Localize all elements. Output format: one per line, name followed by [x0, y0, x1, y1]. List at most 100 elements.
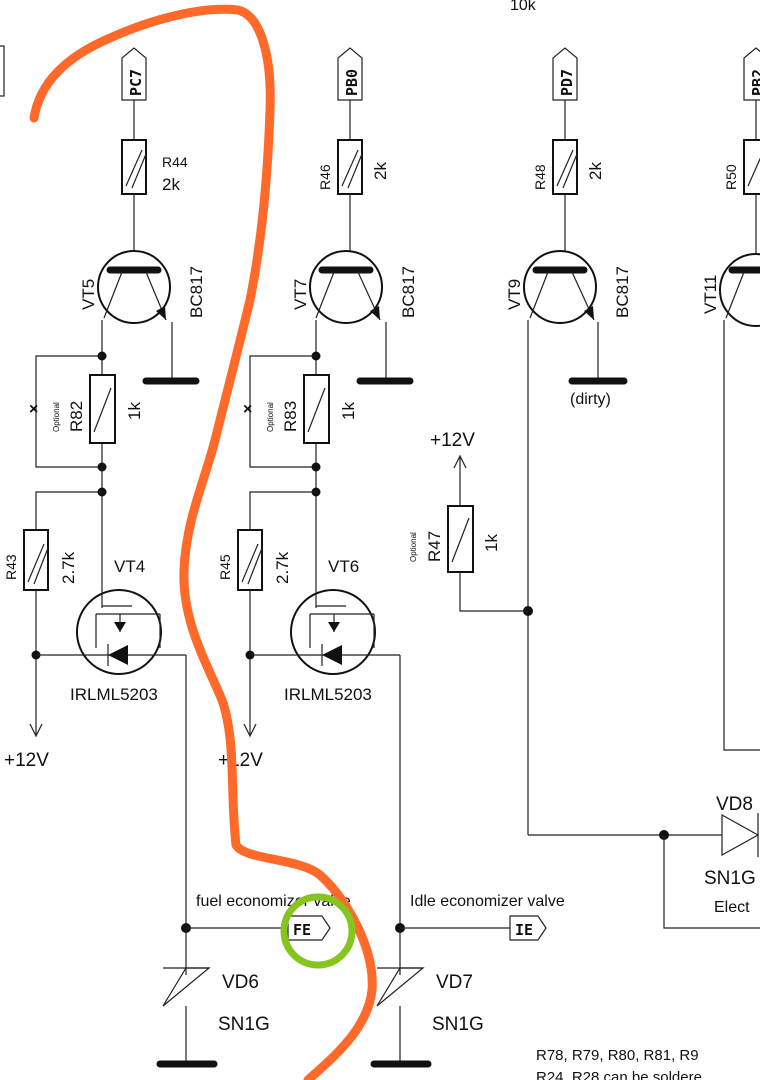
- junction: [97, 462, 107, 472]
- emitter-arrow: [370, 306, 380, 320]
- port-pd7: [552, 47, 578, 101]
- resistor-slash: [93, 387, 112, 433]
- mosfet-vt6: [290, 589, 376, 675]
- annotation-circle: [280, 893, 356, 969]
- vt4-name: VT4: [114, 557, 145, 576]
- resistor-slash: [247, 547, 263, 585]
- transistor-vt11: [719, 253, 760, 327]
- r48-value: 2k: [586, 162, 605, 180]
- top-resistor-value: 10k: [510, 0, 537, 14]
- vd7-name: VD7: [436, 972, 473, 993]
- junction: [311, 462, 321, 472]
- offscreen-component: [0, 45, 5, 97]
- port-pc7: [121, 47, 147, 101]
- port-pb2-label: PB2: [749, 69, 760, 96]
- mosfet-vt4: [76, 589, 162, 675]
- collector-lead: [103, 271, 123, 319]
- port-pb0-label: PB0: [343, 69, 361, 96]
- column-pc7: PC7 R44 2k VT5 BC817 × Optional R82 1k R…: [3, 47, 282, 1068]
- wire: [35, 355, 102, 468]
- wire: [459, 572, 528, 612]
- port-ie-label: IE: [515, 921, 533, 939]
- vd6-name: VD6: [222, 972, 259, 993]
- column-pb2: PB2 R50 VT11: [701, 47, 760, 751]
- wire: [249, 355, 316, 468]
- transistor-vt7: [309, 250, 383, 324]
- vd8-name: VD8: [716, 794, 753, 815]
- supply-arrow: [243, 723, 257, 738]
- supply-label: +12V: [430, 430, 475, 451]
- r47-tag: Optional: [409, 532, 418, 562]
- r82-value: 1k: [125, 402, 144, 420]
- supply-label: +12V: [4, 750, 49, 771]
- r43-value: 2.7k: [59, 551, 78, 584]
- collector-lead: [529, 271, 549, 319]
- vt6-name: VT6: [328, 557, 359, 576]
- resistor-slash: [341, 149, 359, 187]
- vt6-part: IRLML5203: [284, 685, 372, 704]
- r83-name: R83: [281, 401, 300, 432]
- port-ie: [509, 915, 547, 941]
- resistor-slash: [125, 149, 143, 187]
- supply-arrow: [29, 723, 43, 738]
- emitter-arrow: [584, 306, 594, 320]
- resistor-slash: [556, 149, 574, 187]
- vd7-part: SN1G: [432, 1014, 484, 1035]
- resistor-slash: [747, 157, 760, 187]
- r46-value: 2k: [371, 162, 390, 180]
- port-fe-label: FE: [293, 921, 311, 939]
- r45-name: R45: [217, 554, 233, 580]
- vt5-part: BC817: [187, 266, 206, 318]
- vt9-part: BC817: [613, 266, 632, 318]
- port-pb2: [743, 47, 760, 101]
- idle-valve-label: Idle economizer valve: [410, 893, 565, 910]
- transistor-vt9: [523, 250, 597, 324]
- resistor-r50: [743, 139, 760, 195]
- not-connected-mark: ×: [29, 401, 38, 418]
- r50-name: R50: [723, 164, 739, 190]
- resistor-slash: [27, 543, 45, 583]
- r48-name: R48: [532, 164, 548, 190]
- vd8-note: Elect: [714, 899, 750, 916]
- supply-label: +12V: [218, 750, 263, 771]
- r83-tag: Optional: [266, 402, 275, 432]
- port-pd7-label: PD7: [558, 69, 576, 96]
- r47-value: 1k: [482, 534, 501, 552]
- resistor-slash: [33, 547, 49, 585]
- vd8-part: SN1G: [704, 868, 756, 889]
- r45-value: 2.7k: [273, 551, 292, 584]
- annotation-stroke: [29, 4, 377, 1080]
- wire: [35, 491, 102, 530]
- r47-name: R47: [425, 531, 444, 562]
- wire: [723, 320, 760, 751]
- resistor-slash: [307, 387, 326, 433]
- resistor-slash: [241, 543, 259, 583]
- vt7-name: VT7: [291, 279, 310, 310]
- diode-vd8: [721, 813, 760, 857]
- dirty-ground-label: (dirty): [570, 391, 611, 408]
- column-pb0: PB0 R46 2k VT7 BC817 × Optional R83 1k R…: [217, 47, 510, 1068]
- port-pb0: [337, 47, 363, 101]
- r46-name: R46: [317, 164, 333, 190]
- collector-lead: [315, 271, 335, 319]
- resistor-r43: [23, 529, 49, 591]
- mosfet-arrow: [328, 622, 340, 632]
- r83-value: 1k: [339, 402, 358, 420]
- bottom-note-line1: R78, R79, R80, R81, R9: [536, 1047, 699, 1064]
- resistor-slash: [131, 153, 147, 189]
- body-diode: [108, 645, 128, 665]
- r44-name: R44: [162, 154, 188, 170]
- r44-value: 2k: [162, 175, 180, 194]
- collector-lead: [725, 271, 745, 319]
- resistor-slash: [562, 153, 578, 189]
- emitter-arrow: [156, 306, 166, 320]
- wire: [663, 835, 760, 929]
- r43-name: R43: [3, 554, 19, 580]
- not-connected-mark: ×: [243, 401, 252, 418]
- vt11-name: VT11: [701, 275, 720, 314]
- r82-name: R82: [67, 401, 86, 432]
- vt7-part: BC817: [399, 266, 418, 318]
- mosfet-arrow: [114, 622, 126, 632]
- wire: [249, 491, 316, 530]
